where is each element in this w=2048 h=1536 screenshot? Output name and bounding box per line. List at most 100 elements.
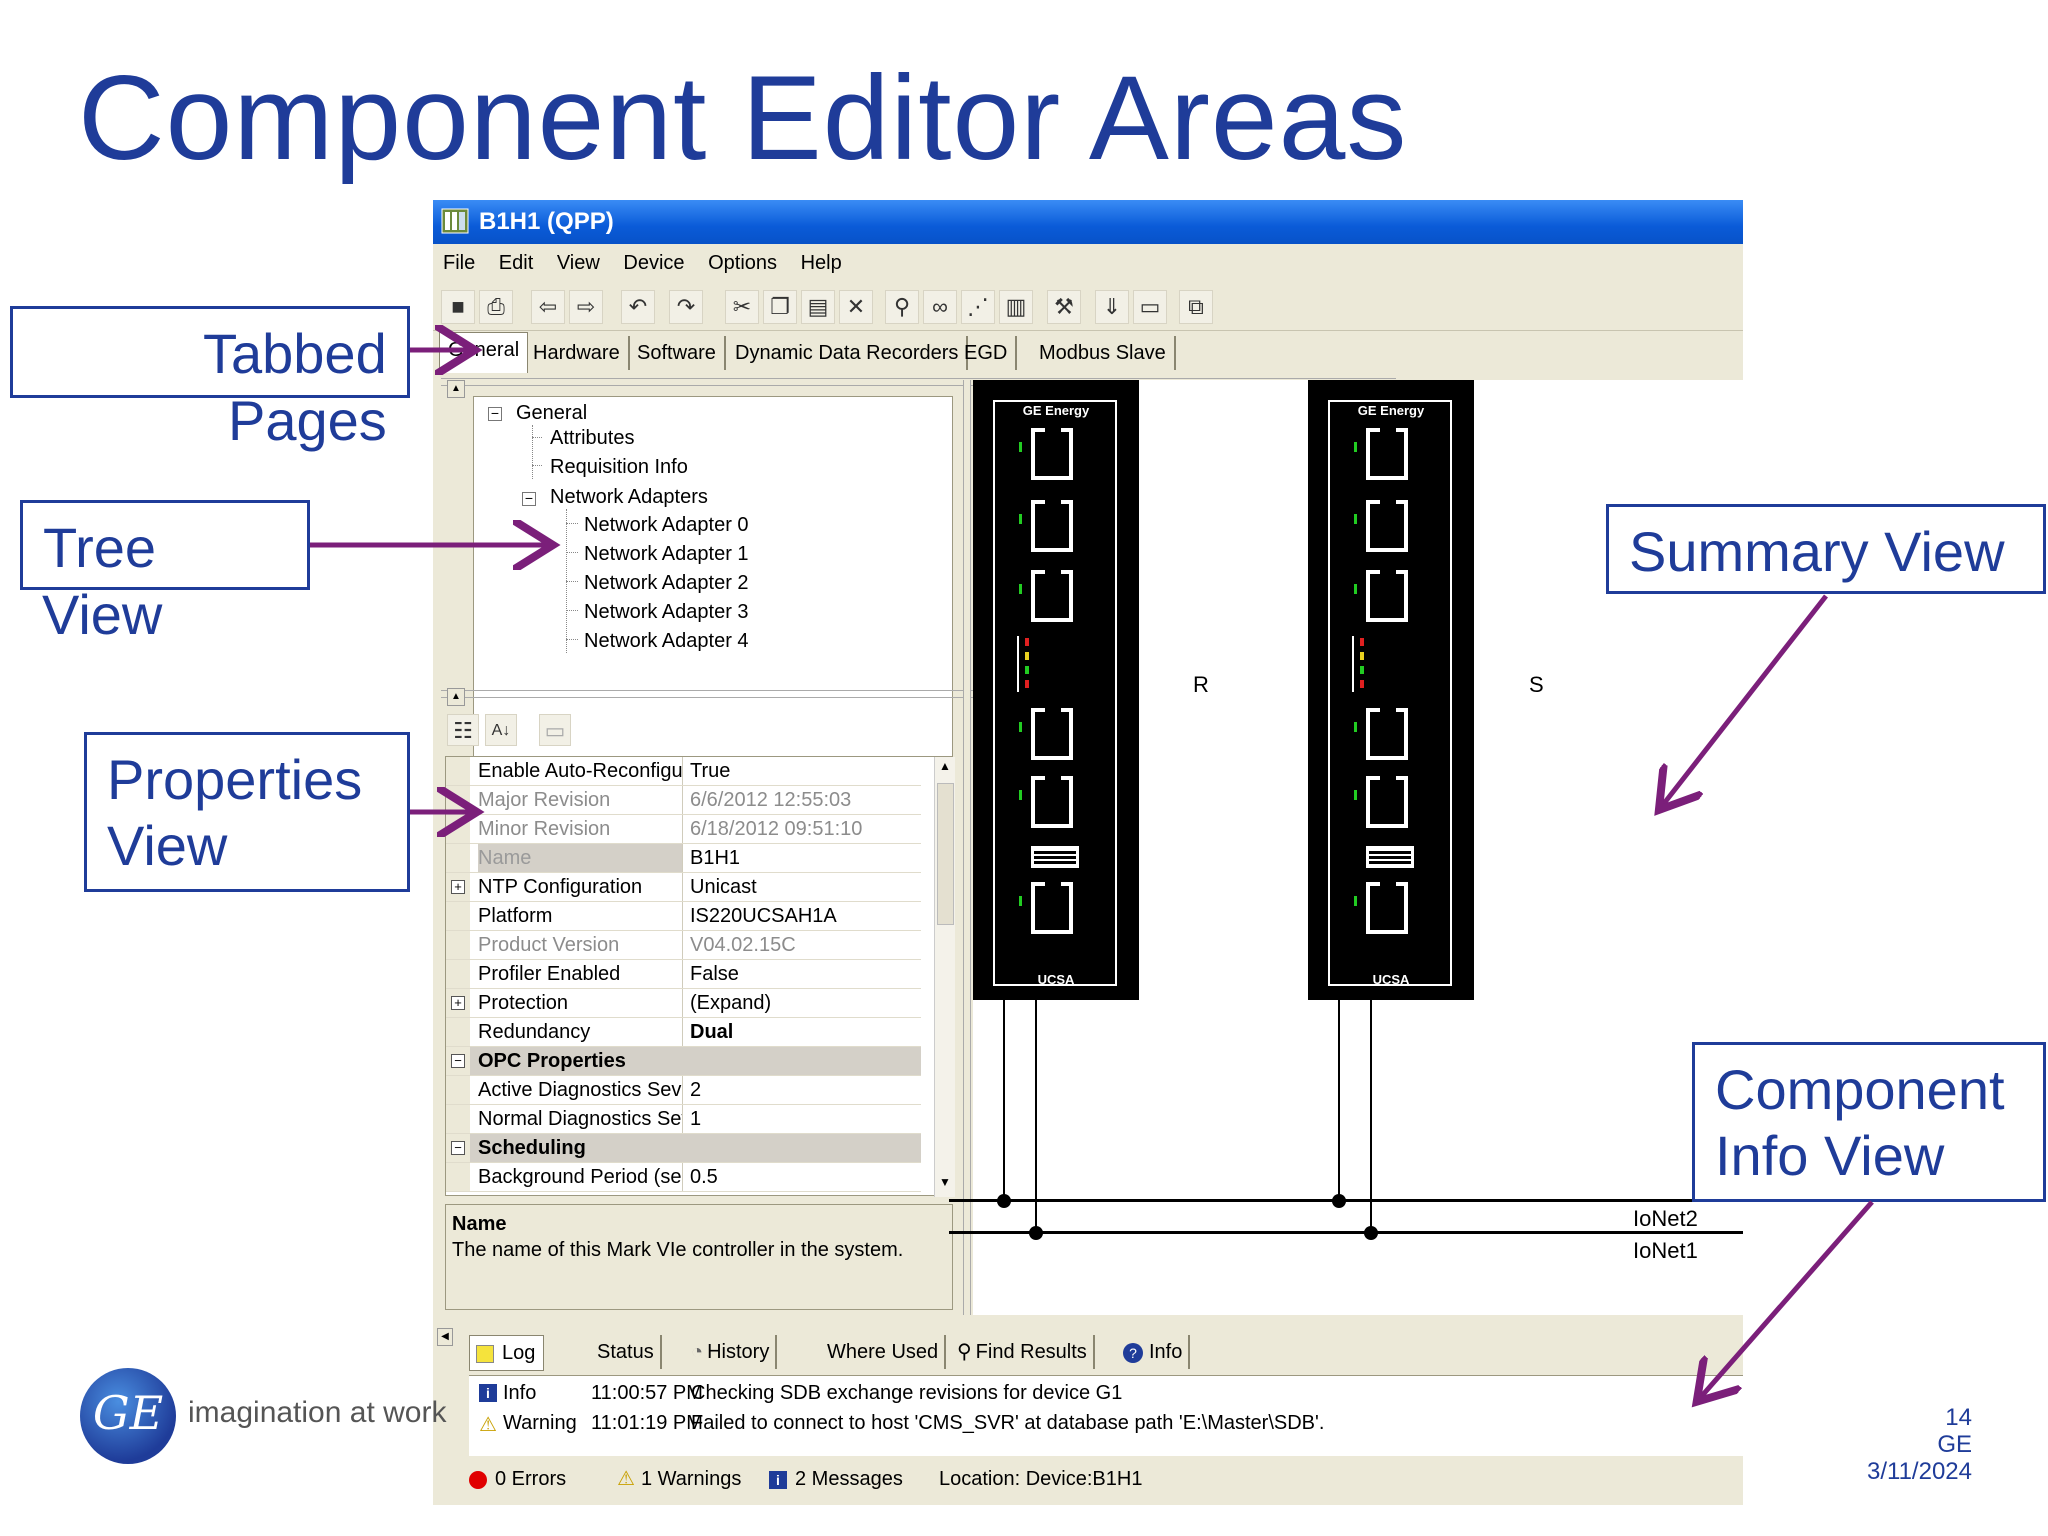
categorized-icon[interactable]: ☷ bbox=[447, 714, 479, 746]
collapse-icon[interactable]: − bbox=[488, 406, 502, 421]
callout-tree-view-line1: Tree bbox=[43, 516, 157, 579]
cut-icon[interactable]: ✂ bbox=[725, 290, 759, 324]
property-category[interactable]: −Scheduling bbox=[446, 1134, 921, 1163]
vertical-splitter[interactable] bbox=[963, 380, 971, 1315]
online-icon[interactable]: ▭ bbox=[1133, 290, 1167, 324]
property-value[interactable]: 6/18/2012 09:51:10 bbox=[690, 818, 863, 840]
tree-node-network-adapter-3[interactable]: Network Adapter 3 bbox=[584, 601, 749, 623]
menu-edit[interactable]: Edit bbox=[498, 252, 534, 274]
property-value[interactable]: (Expand) bbox=[690, 992, 772, 1014]
window-titlebar[interactable]: B1H1 (QPP) bbox=[433, 200, 1743, 244]
tab-log[interactable]: Log bbox=[469, 1335, 545, 1371]
tab-modbus-slave[interactable]: Modbus Slave bbox=[1031, 336, 1176, 370]
copy-icon[interactable]: ❐ bbox=[763, 290, 797, 324]
tab-info[interactable]: ?Info bbox=[1123, 1335, 1191, 1369]
properties-scrollbar[interactable]: ▲ ▼ bbox=[934, 757, 955, 1197]
collapse-icon[interactable]: − bbox=[451, 1141, 465, 1155]
property-value[interactable]: True bbox=[690, 760, 731, 782]
collapse-up-button[interactable]: ▲ bbox=[447, 380, 465, 398]
delete-icon[interactable]: ✕ bbox=[839, 290, 873, 324]
forward-icon[interactable]: ⇨ bbox=[569, 290, 603, 324]
tab-hardware[interactable]: Hardware bbox=[525, 336, 630, 370]
log-row[interactable]: i Info 11:00:57 PM Checking SDB exchange… bbox=[469, 1378, 1743, 1408]
tree-node-network-adapter-2[interactable]: Network Adapter 2 bbox=[584, 572, 749, 594]
print-icon[interactable]: ⎙ bbox=[479, 290, 513, 324]
tree-node-network-adapter-4[interactable]: Network Adapter 4 bbox=[584, 630, 749, 652]
menu-options[interactable]: Options bbox=[708, 252, 778, 274]
tree-node-general[interactable]: General bbox=[516, 402, 588, 424]
property-row[interactable]: +Protection(Expand) bbox=[446, 989, 921, 1018]
property-value[interactable]: 1 bbox=[690, 1108, 702, 1130]
property-value[interactable]: IS220UCSAH1A bbox=[690, 905, 837, 927]
property-value[interactable]: 0.5 bbox=[690, 1166, 718, 1188]
build-icon[interactable]: ⚒ bbox=[1047, 290, 1081, 324]
collapse-icon[interactable]: − bbox=[522, 491, 536, 506]
menu-view[interactable]: View bbox=[556, 252, 600, 274]
tab-software[interactable]: Software bbox=[629, 336, 726, 370]
property-value[interactable]: Dual bbox=[690, 1021, 734, 1043]
property-value[interactable]: V04.02.15C bbox=[690, 934, 796, 956]
tab-history[interactable]: ◔History bbox=[691, 1335, 778, 1369]
tree-node-network-adapter-1[interactable]: Network Adapter 1 bbox=[584, 543, 749, 565]
download-icon[interactable]: ⇓ bbox=[1095, 290, 1129, 324]
tab-status[interactable]: Status bbox=[597, 1335, 662, 1369]
collapse-icon[interactable]: − bbox=[451, 1054, 465, 1068]
property-value[interactable]: 2 bbox=[690, 1079, 702, 1101]
tab-dynamic-data-recorders[interactable]: Dynamic Data Recorders bbox=[727, 336, 969, 370]
property-value[interactable]: B1H1 bbox=[690, 847, 741, 869]
property-category[interactable]: −OPC Properties bbox=[446, 1047, 921, 1076]
menu-help[interactable]: Help bbox=[800, 252, 842, 274]
sort-alphabetical-icon[interactable]: A↓ bbox=[485, 714, 517, 746]
scroll-thumb[interactable] bbox=[937, 783, 954, 925]
warnings-status[interactable]: ⚠1 Warnings bbox=[617, 1456, 741, 1502]
scroll-up-arrow-icon[interactable]: ▲ bbox=[939, 759, 951, 773]
splitter[interactable] bbox=[441, 378, 1396, 386]
expand-icon[interactable]: + bbox=[451, 880, 465, 894]
redo-icon[interactable]: ↷ bbox=[669, 290, 703, 324]
property-value[interactable]: False bbox=[690, 963, 739, 985]
row-gutter bbox=[446, 844, 470, 872]
tree-node-network-adapter-0[interactable]: Network Adapter 0 bbox=[584, 514, 749, 536]
tree-node-network-adapters[interactable]: Network Adapters bbox=[550, 486, 708, 508]
trend-icon[interactable]: ⋰ bbox=[961, 290, 995, 324]
property-value[interactable]: 6/6/2012 12:55:03 bbox=[690, 789, 852, 811]
splitter[interactable] bbox=[441, 690, 1396, 698]
collapse-up-button[interactable]: ▲ bbox=[447, 688, 465, 706]
property-pages-icon[interactable]: ▭ bbox=[539, 714, 571, 746]
expand-icon[interactable]: + bbox=[451, 996, 465, 1010]
errors-status[interactable]: 0 Errors bbox=[469, 1456, 566, 1502]
property-row[interactable]: Background Period (sec)0.5 bbox=[446, 1163, 921, 1192]
tab-egd[interactable]: EGD bbox=[956, 336, 1018, 370]
chart-icon[interactable]: ▥ bbox=[999, 290, 1033, 324]
scroll-down-arrow-icon[interactable]: ▼ bbox=[939, 1175, 951, 1189]
paste-icon[interactable]: ▤ bbox=[801, 290, 835, 324]
tree-node-requisition-info[interactable]: Requisition Info bbox=[550, 456, 688, 478]
save-icon[interactable]: ■ bbox=[441, 290, 475, 324]
menu-device[interactable]: Device bbox=[623, 252, 685, 274]
back-icon[interactable]: ⇦ bbox=[531, 290, 565, 324]
collapse-left-button[interactable]: ◀ bbox=[437, 1328, 453, 1346]
log-row[interactable]: ⚠ Warning 11:01:19 PM Failed to connect … bbox=[469, 1408, 1743, 1438]
find-icon[interactable]: ⚲ bbox=[885, 290, 919, 324]
compare-icon[interactable]: ⧉ bbox=[1179, 290, 1213, 324]
undo-icon[interactable]: ↶ bbox=[621, 290, 655, 324]
tree-node-attributes[interactable]: Attributes bbox=[550, 427, 635, 449]
watch-icon[interactable]: ∞ bbox=[923, 290, 957, 324]
tab-find-results[interactable]: ⚲Find Results bbox=[957, 1335, 1095, 1369]
menu-file[interactable]: File bbox=[443, 252, 476, 274]
tab-where-used[interactable]: Where Used bbox=[827, 1335, 947, 1369]
property-value[interactable]: Unicast bbox=[690, 876, 757, 898]
